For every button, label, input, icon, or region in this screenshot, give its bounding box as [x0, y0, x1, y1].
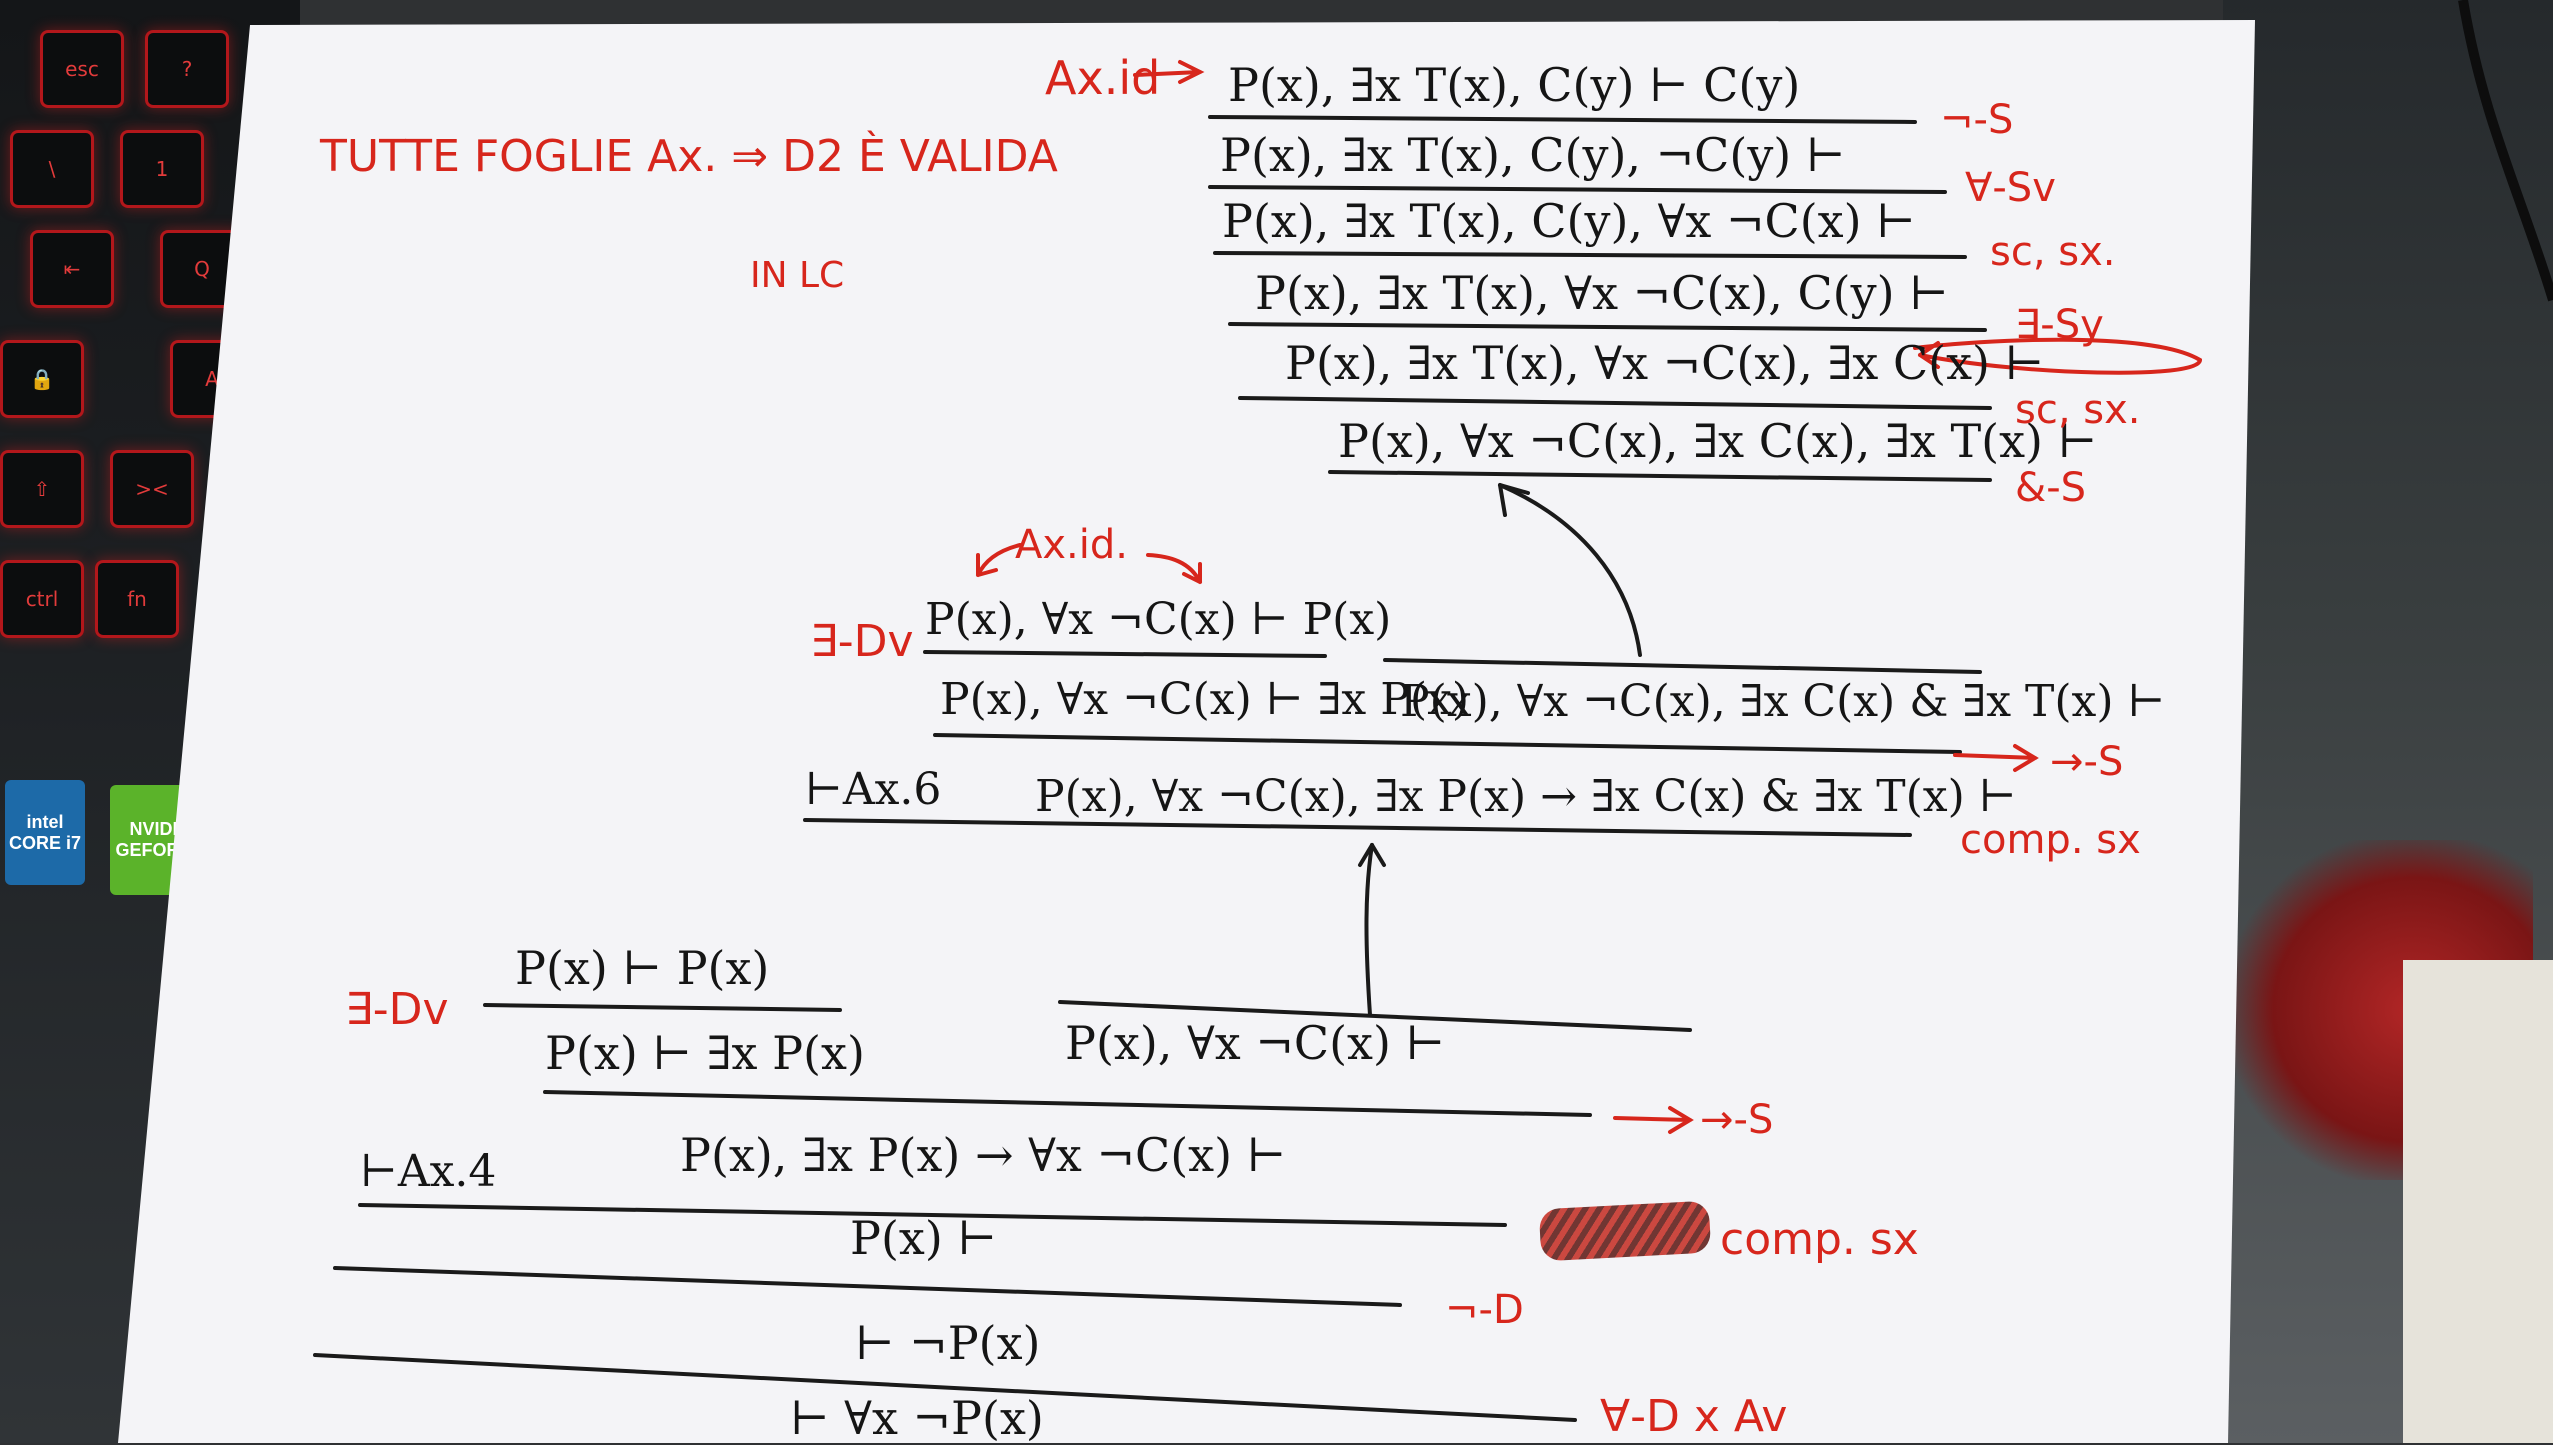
sequent: P(x), ∀x ¬C(x), ∃x C(x) & ∃x T(x) ⊢: [1400, 676, 2166, 727]
inference-line: [333, 1266, 1402, 1307]
rule-label: sc, sx.: [2015, 387, 2141, 433]
inference-line: [543, 1090, 1592, 1117]
rule-label: ¬-S: [1940, 97, 2014, 143]
rule-label: ¬-D: [1445, 1287, 1524, 1333]
inference-line: [483, 1003, 842, 1012]
keyboard-key: ?: [145, 30, 229, 108]
implication-arrow: [1613, 1106, 1694, 1134]
sequent: ⊢ ∀x ¬P(x): [790, 1391, 1044, 1445]
axid-arrow: [1133, 60, 1205, 84]
inference-line: [1328, 470, 1992, 482]
inference-line: [358, 1203, 1507, 1227]
rule-label: &-S: [2015, 465, 2087, 511]
inference-line: [1238, 396, 1992, 410]
sequent: P(x) ⊢: [850, 1211, 997, 1265]
axid-arrow-right: [1146, 553, 1202, 584]
keyboard-key: 1: [120, 130, 204, 208]
cable: [2458, 0, 2553, 302]
axiom-label: ⊢Ax.6: [805, 764, 942, 815]
sequent: P(x), ∃x P(x) → ∀x ¬C(x) ⊢: [680, 1128, 1287, 1182]
keyboard-key: fn: [95, 560, 179, 638]
axid-label: Ax.id: [1045, 51, 1161, 105]
rule-label: ∀-Sv: [1965, 165, 2056, 211]
rule-label: →-S: [1700, 1097, 1774, 1143]
inference-line: [1058, 1000, 1692, 1032]
sequent: P(x), ∃x T(x), ∀x ¬C(x), ∃x C(x) ⊢: [1285, 336, 2045, 390]
rule-label: ∃-Sy: [2015, 302, 2104, 348]
keyboard-key: \: [10, 130, 94, 208]
implication-arrow: [1953, 744, 2039, 772]
axid-label: Ax.id.: [1015, 522, 1128, 568]
sequent: P(x), ∀x ¬C(x) ⊢ P(x): [925, 594, 1392, 645]
rule-label: ∃-Dv: [345, 984, 449, 1035]
rule-label: comp. sx: [1960, 817, 2141, 863]
inference-line: [1208, 115, 1917, 124]
sequent: P(x) ⊢ P(x): [515, 941, 770, 995]
inference-line: [803, 818, 1912, 837]
keyboard-key: ⇤: [30, 230, 114, 308]
inference-line: [1228, 322, 1987, 332]
rule-label: ∃-Dv: [810, 616, 914, 667]
inference-line: [923, 650, 1327, 658]
inference-line: [1213, 251, 1967, 259]
sequent: P(x), ∃x T(x), ∀x ¬C(x), C(y) ⊢: [1255, 266, 1949, 320]
sequent: P(x), ∃x T(x), C(y), ¬C(y) ⊢: [1220, 128, 1846, 182]
scribble: [1538, 1200, 1712, 1262]
axiom-label: ⊢Ax.4: [360, 1146, 497, 1197]
sequent: P(x), ∀x ¬C(x) ⊢ ∃x P(x): [940, 674, 1469, 725]
inference-line: [1383, 658, 1982, 674]
keyboard-key: ><: [110, 450, 194, 528]
conclusion-note-2: IN LC: [750, 255, 845, 296]
sequent: P(x), ∃x T(x), C(y), ∀x ¬C(x) ⊢: [1222, 194, 1916, 248]
keyboard-key: ctrl: [0, 560, 84, 638]
inference-line: [933, 733, 1962, 754]
sequent: P(x), ∃x T(x), C(y) ⊢ C(y): [1228, 58, 1801, 112]
keyboard-key: esc: [40, 30, 124, 108]
rule-label: sc, sx.: [1990, 229, 2116, 275]
inference-line: [1208, 185, 1947, 194]
rule-label: comp. sx: [1720, 1214, 1919, 1265]
rule-label: →-S: [2050, 739, 2124, 785]
sequent: P(x), ∀x ¬C(x), ∃x P(x) → ∃x C(x) & ∃x T…: [1035, 771, 2017, 822]
hint-arrow: [1913, 337, 2203, 375]
derivation-arrow-head: [1498, 483, 1530, 517]
intel-sticker: intel CORE i7: [5, 780, 85, 885]
axid-arrow-left: [976, 543, 1022, 577]
inference-line: [313, 1353, 1577, 1422]
floor: [2403, 960, 2553, 1443]
sequent: P(x), ∀x ¬C(x) ⊢: [1065, 1016, 1446, 1070]
sequent: P(x), ∀x ¬C(x), ∃x C(x), ∃x T(x) ⊢: [1338, 414, 2098, 468]
sequent: ⊢ ¬P(x): [855, 1316, 1041, 1370]
rule-label: ∀-D x Av: [1600, 1391, 1788, 1442]
conclusion-note: TUTTE FOGLIE Ax. ⇒ D2 È VALIDA: [320, 131, 1058, 182]
sequent: P(x) ⊢ ∃x P(x): [545, 1026, 865, 1080]
keyboard-key: ⇧: [0, 450, 84, 528]
derivation-arrow-head: [1358, 843, 1386, 867]
derivation-arrow: [1498, 483, 1642, 657]
keyboard-key: 🔒: [0, 340, 84, 418]
derivation-arrow: [1364, 843, 1374, 1017]
